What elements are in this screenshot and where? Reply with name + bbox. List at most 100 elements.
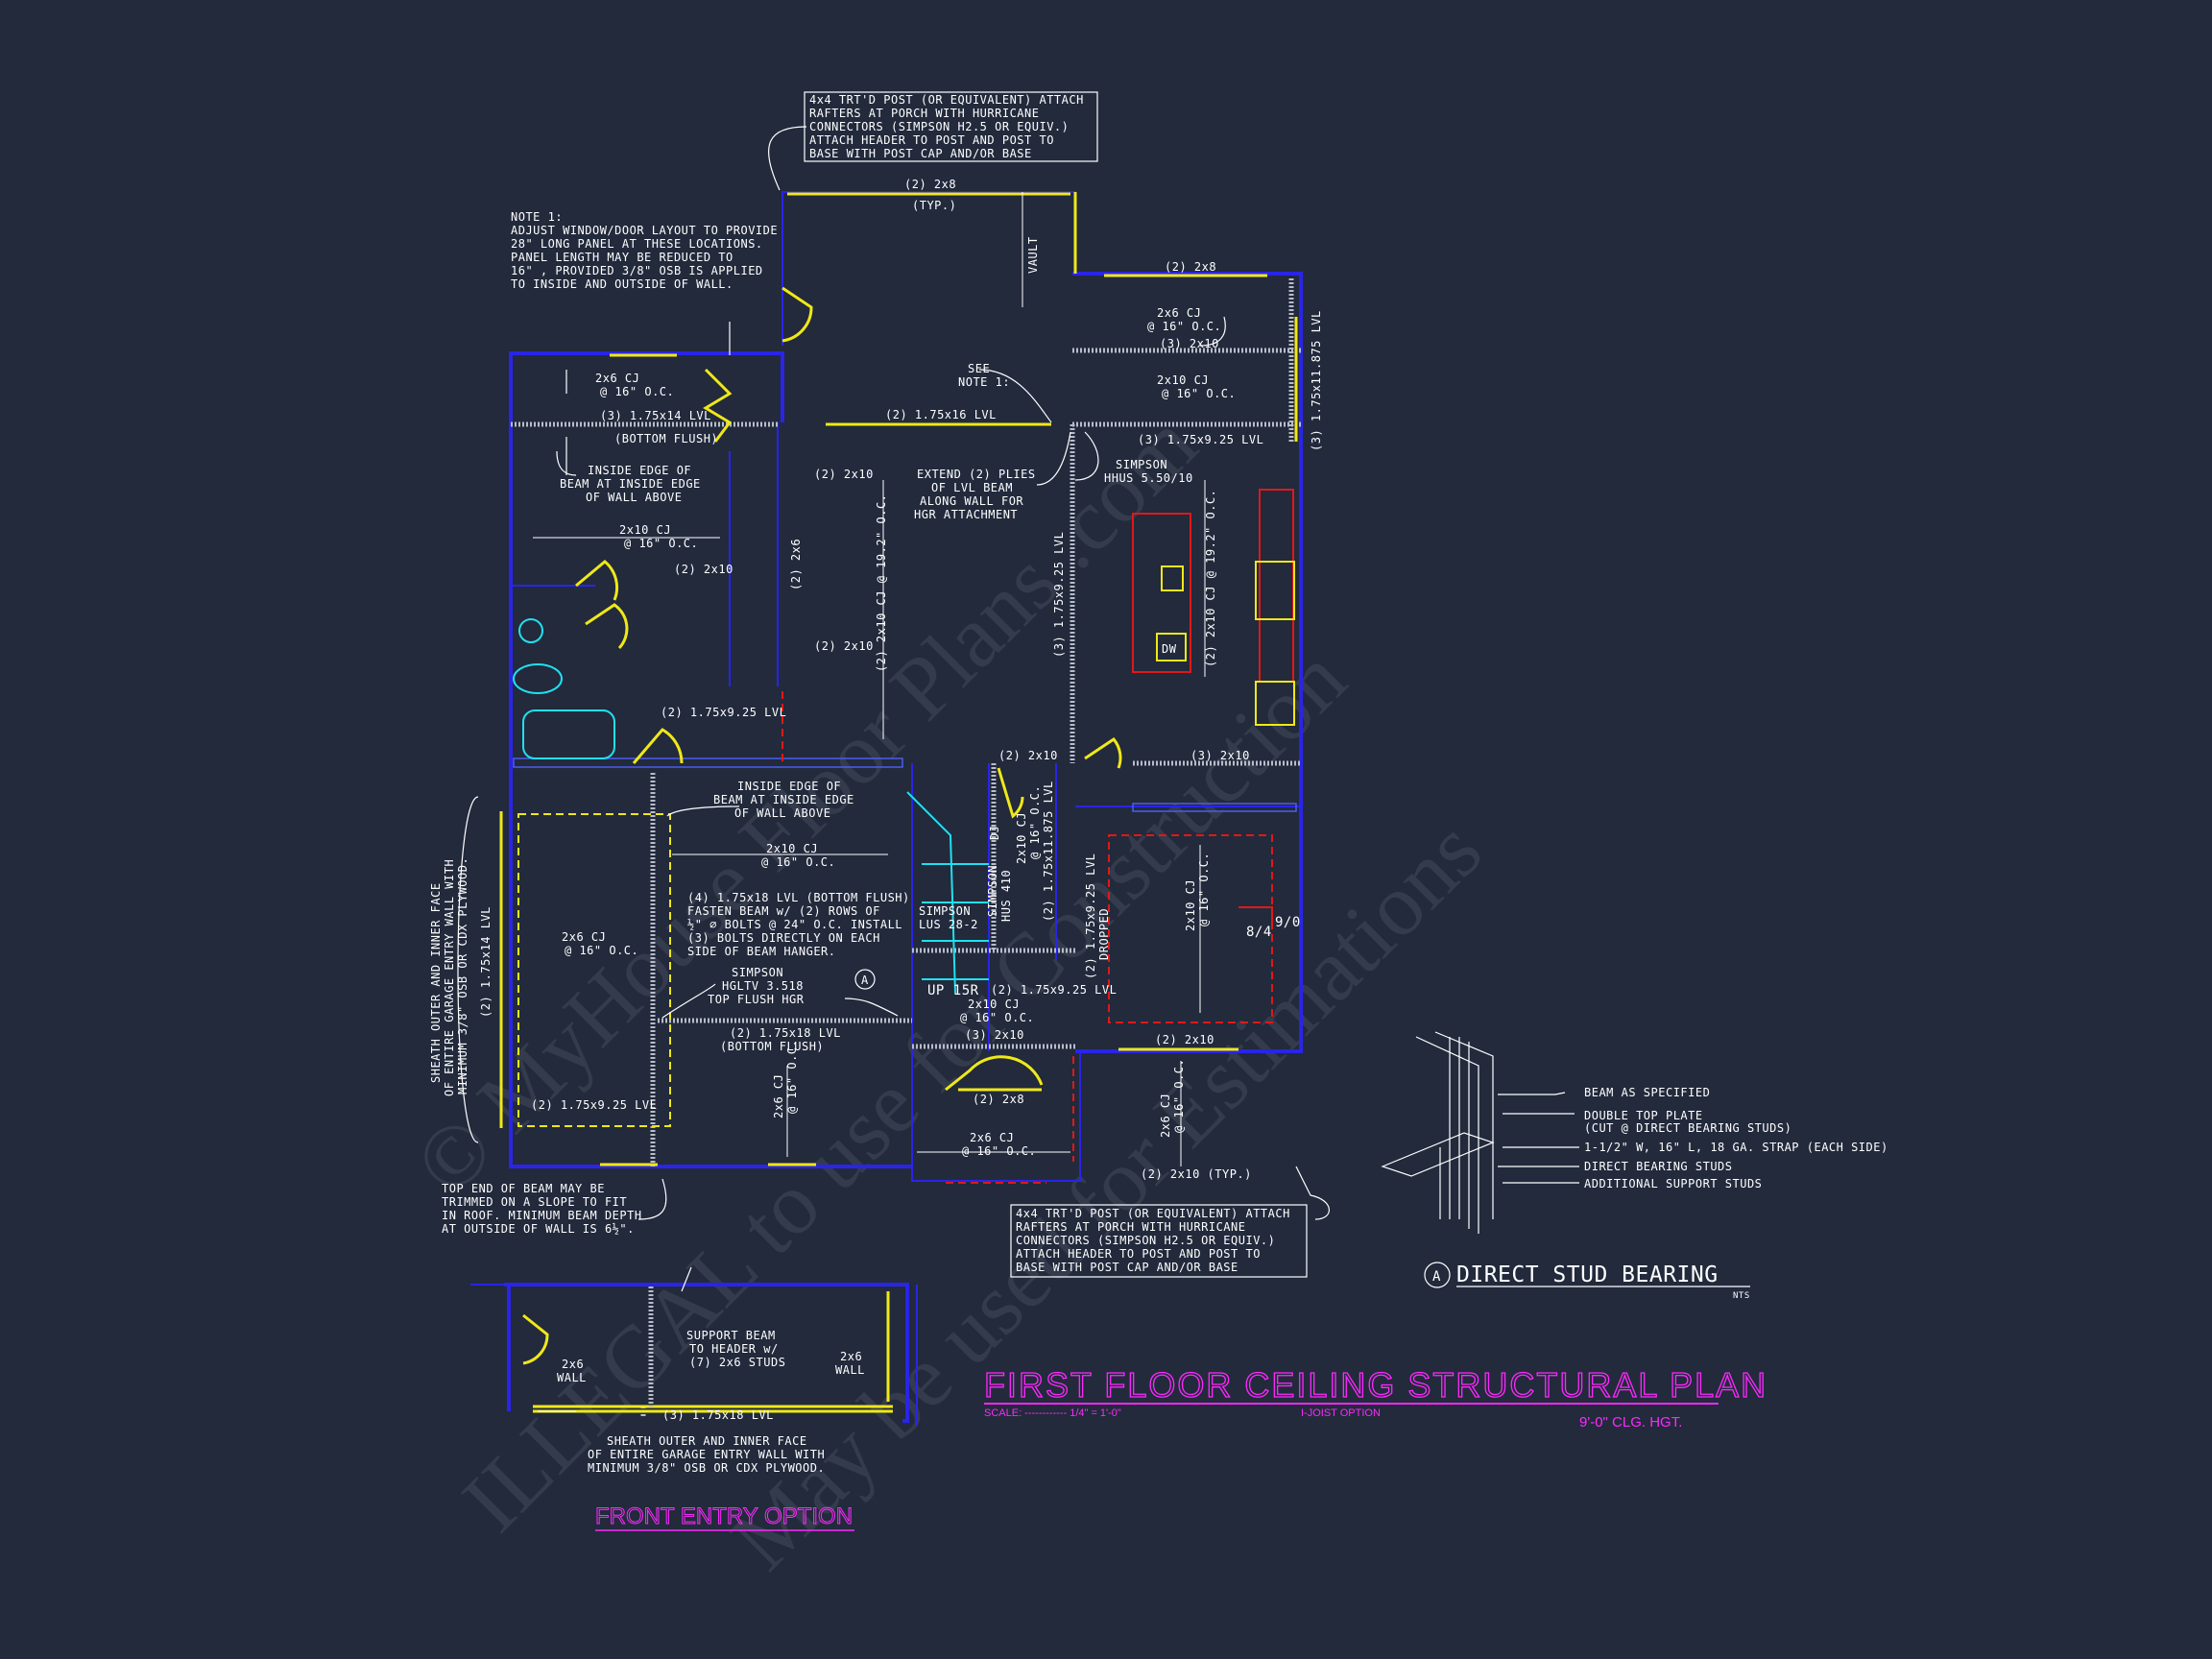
label-2-2x10-a: (2) 2x10 (814, 468, 874, 481)
note-porch-top-2: RAFTERS AT PORCH WITH HURRICANE (809, 107, 1039, 120)
sheath-front-2: OF ENTIRE GARAGE ENTRY WALL WITH (588, 1448, 825, 1461)
detail-plate (1415, 1031, 1494, 1234)
detail-item-plate: DOUBLE TOP PLATE (1584, 1109, 1703, 1122)
label-lvl-925-vert: (3) 1.75x9.25 LVL (1052, 532, 1066, 658)
label-cj-2x6-porch-2: @ 16" O.C. (962, 1144, 1036, 1158)
direct-stud-bearing-detail: BEAM AS SPECIFIED DOUBLE TOP PLATE (CUT … (1381, 1031, 1887, 1301)
inside-edge-note-1: INSIDE EDGE OF BEAM AT INSIDE EDGE OF WA… (560, 464, 700, 504)
simpson-hgltv-note: SIMPSON HGLTV 3.518 TOP FLUSH HGR (708, 966, 804, 1006)
title-block: FIRST FLOOR CEILING STRUCTURAL PLAN SCAL… (595, 1364, 1767, 1531)
detail-item-plate-cut: (CUT @ DIRECT BEARING STUDS) (1584, 1121, 1791, 1135)
break-line (681, 1266, 692, 1292)
label-cj-2x10-garage-1: 2x10 CJ (766, 842, 818, 855)
label-cj-2x6-left-2: @ 16" O.C. (600, 385, 674, 398)
note-porch-bottom-4: ATTACH HEADER TO POST AND POST TO (1016, 1247, 1261, 1261)
inside-edge-2-line-2: BEAM AT INSIDE EDGE (713, 793, 854, 806)
label-cj-2x6-porch-1: 2x6 CJ (970, 1131, 1014, 1144)
label-cj-2x10-garage-2: @ 16" O.C. (761, 855, 835, 869)
member-labels: (2) 2x8 (TYP.) VAULT (2) 2x8 2x6 CJ @ 16… (479, 178, 1323, 1422)
ceiling-height: 9'-0" CLG. HGT. (1579, 1414, 1682, 1431)
label-2-2x8-porch: (2) 2x8 (973, 1093, 1024, 1106)
beams (511, 278, 1301, 1416)
door-bedroom (632, 728, 684, 764)
door-pantry (997, 767, 1024, 819)
door-porch (781, 286, 813, 343)
sheath-garage-1: SHEATH OUTER AND INNER FACE (429, 882, 443, 1083)
note-1-line-1: NOTE 1: (511, 210, 563, 224)
sink-icon (518, 618, 543, 643)
label-lvl-925-right: (3) 1.75x9.25 LVL (1138, 433, 1263, 446)
label-cj-mid-vert-2: @ 16" O.C. (1028, 785, 1042, 859)
support-beam-note: SUPPORT BEAM TO HEADER w/ (7) 2x6 STUDS (686, 1329, 785, 1369)
label-3-2x10-right: (3) 2x10 (1160, 337, 1219, 350)
label-wall-2x6-b-1: 2x6 (840, 1350, 862, 1363)
label-lvl-1175-mid: (2) 1.75x11.875 LVL (1042, 781, 1055, 922)
note-porch-bottom-2: RAFTERS AT PORCH WITH HURRICANE (1016, 1220, 1245, 1234)
note-porch-top-1: 4x4 TRT'D POST (OR EQUIVALENT) ATTACH (809, 93, 1084, 107)
label-lvl-16: (2) 1.75x16 LVL (885, 408, 997, 421)
label-cj-2x10-right-2: @ 16" O.C. (1162, 387, 1236, 400)
label-cj-stair-2: @ 16" O.C. (960, 1011, 1034, 1024)
extend-plies-3: ALONG WALL FOR (920, 494, 1023, 508)
label-lvl-925-bath: (2) 1.75x9.25 LVL (661, 706, 786, 719)
top-end-3: IN ROOF. MINIMUM BEAM DEPTH (442, 1209, 642, 1222)
sheath-garage-2: OF ENTIRE GARAGE ENTRY WALL WITH (443, 859, 456, 1096)
label-simpson-lus-2: LUS 28-2 (919, 918, 978, 931)
label-cj-2x6-vert-2: @ 16" O.C. (785, 1040, 799, 1114)
sheath-front-3: MINIMUM 3/8" OSB OR CDX PLYWOOD. (588, 1461, 825, 1475)
note-porch-top-3: CONNECTORS (SIMPSON H2.5 OR EQUIV.) (809, 120, 1069, 133)
door-entry (945, 1055, 1044, 1092)
support-beam-1: SUPPORT BEAM (686, 1329, 776, 1342)
fasten-beam-4: (3) BOLTS DIRECTLY ON EACH (687, 931, 880, 945)
note-porch-top-5: BASE WITH POST CAP AND/OR BASE (809, 147, 1032, 160)
plan-title: FIRST FLOOR CEILING STRUCTURAL PLAN (984, 1365, 1767, 1405)
detail-studs (1449, 1037, 1470, 1229)
label-cj-dining-2: @ 16" O.C. (1197, 853, 1211, 926)
door-bath-2 (585, 603, 629, 650)
label-cj-stair-1: 2x10 CJ (968, 998, 1020, 1011)
label-lvl-dropped-1: (2) 1.75x9.25 LVL (1084, 854, 1097, 979)
kitchen-island (1132, 513, 1191, 673)
window-bedroom (703, 368, 733, 443)
fasten-beam-3: ½" ⌀ BOLTS @ 24" O.C. INSTALL (687, 918, 902, 931)
inside-edge-1-line-1: INSIDE EDGE OF (588, 464, 691, 477)
label-ratio-b: 9/0 (1275, 915, 1301, 930)
note-porch-bottom: 4x4 TRT'D POST (OR EQUIVALENT) ATTACH RA… (1016, 1207, 1289, 1274)
label-typ-top: (TYP.) (912, 199, 956, 212)
toilet-icon (513, 663, 563, 694)
callout-a-circle (854, 969, 876, 990)
label-ratio-a: 8/4 (1246, 925, 1272, 940)
kitchen (781, 489, 1295, 1184)
dining-dashed (1108, 834, 1273, 1023)
label-cj-2x6-left-1: 2x6 CJ (595, 372, 639, 385)
leaders (457, 126, 1330, 1220)
label-cj-dining-1: 2x10 CJ (1184, 879, 1197, 931)
note-box-porch-top (804, 91, 1098, 162)
scale-label: SCALE: ------------ 1/4" = 1'-0" (984, 1407, 1121, 1419)
label-cj-192-right: (2) 2x10 CJ @ 19.2" O.C. (1204, 490, 1217, 667)
label-cj-192-left: (2) 2x10 CJ @ 19.2" O.C. (875, 494, 888, 672)
see-note-2: NOTE 1: (958, 375, 1010, 389)
fasten-beam-5: SIDE OF BEAM HANGER. (687, 945, 836, 958)
front-entry-title: FRONT ENTRY OPTION (595, 1503, 853, 1529)
detail-nts: NTS (1733, 1291, 1750, 1301)
label-simpson-hus-1: SIMPSON (986, 865, 999, 917)
wall-left-upper (509, 351, 784, 763)
fixtures (513, 286, 1122, 1365)
label-cj-2x6-garage-2: @ 16" O.C. (565, 944, 638, 957)
support-beam-3: (7) 2x6 STUDS (689, 1356, 785, 1369)
inside-edge-1-line-3: OF WALL ABOVE (586, 491, 682, 504)
top-end-1: TOP END OF BEAM MAY BE (442, 1182, 605, 1195)
detail-item-additional: ADDITIONAL SUPPORT STUDS (1584, 1177, 1762, 1190)
detail-item-direct: DIRECT BEARING STUDS (1584, 1160, 1733, 1173)
dishwasher-icon (1156, 633, 1187, 661)
sheath-garage-note: SHEATH OUTER AND INNER FACE OF ENTIRE GA… (429, 857, 469, 1096)
bottom-flush-beam-note: (2) 1.75x18 LVL (BOTTOM FLUSH) (720, 1026, 840, 1053)
sheath-front-1: SHEATH OUTER AND INNER FACE (607, 1434, 807, 1448)
label-cj-2x6-vert-b-2: @ 16" O.C. (1172, 1059, 1186, 1133)
simpson-hhus-1: SIMPSON (1116, 458, 1167, 471)
bottom-flush-2: (BOTTOM FLUSH) (720, 1040, 824, 1053)
label-2x8-top: (2) 2x8 (904, 178, 956, 191)
note-1-line-2: ADJUST WINDOW/DOOR LAYOUT TO PROVIDE (511, 224, 778, 237)
